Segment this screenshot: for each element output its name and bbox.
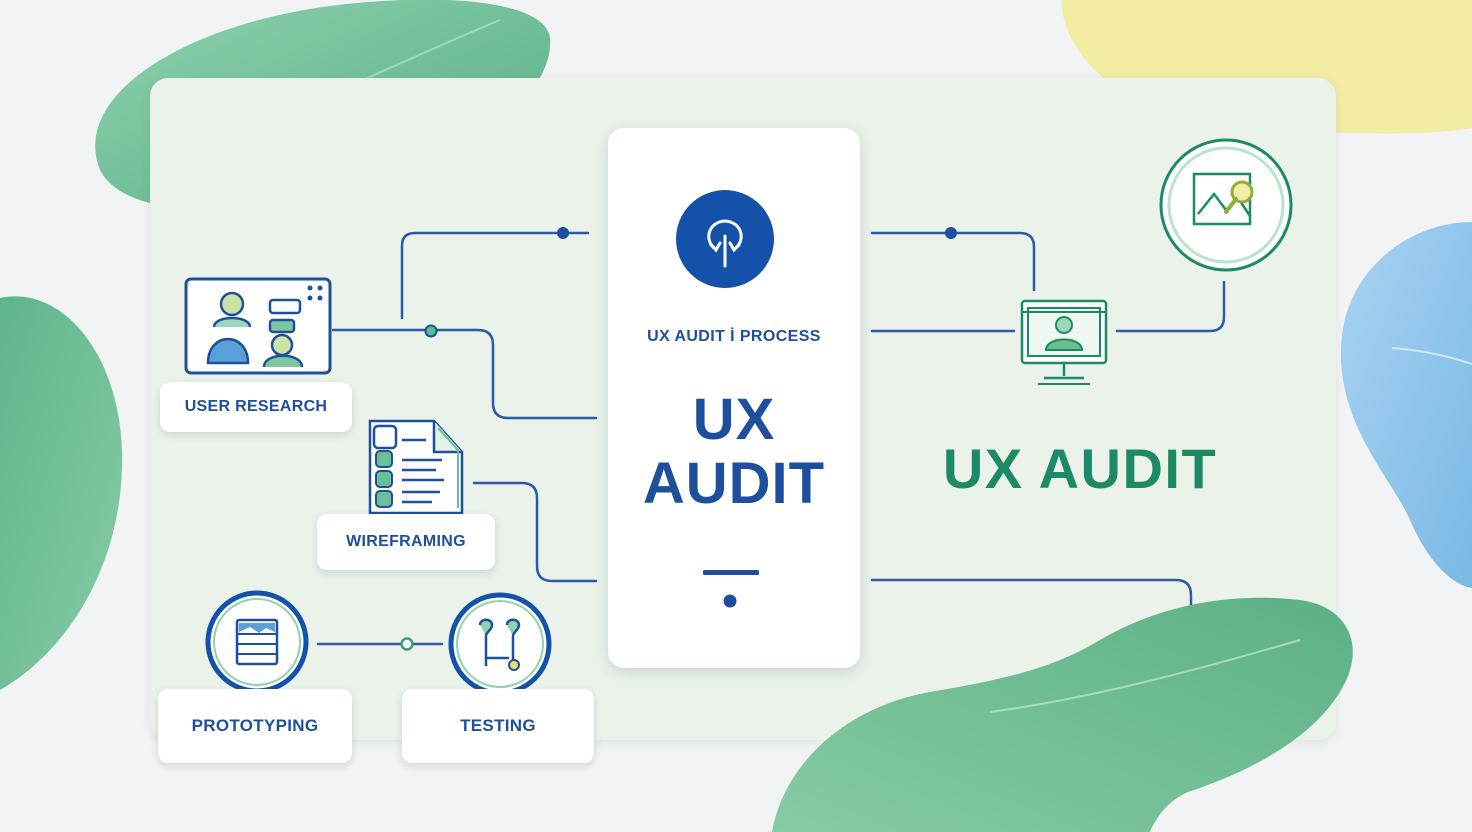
wire-bottom-right (870, 578, 1193, 614)
right-title: UX AUDIT (942, 437, 1218, 500)
monitor-user-icon (1020, 299, 1108, 385)
center-subtitle: UX AUDIT İ PROCESS (647, 328, 821, 345)
checklist-document-icon (368, 419, 464, 515)
user-research-card: USER RESEARCH (160, 382, 352, 432)
right-blue-blob-vein (1391, 347, 1472, 365)
left-leaf (0, 296, 123, 690)
flow-nodes-icon (448, 592, 552, 696)
chart-magnifier-icon (1159, 138, 1293, 272)
center-title-line2: AUDIT (642, 451, 826, 516)
collapse-marker-icon (703, 570, 759, 608)
wireframing-card: WIREFRAMING (317, 514, 495, 570)
wire-wireframing (472, 481, 598, 583)
wire-user-research (331, 328, 598, 420)
wire-monitor-analytics (1115, 280, 1226, 333)
testing-card: TESTING (402, 689, 594, 763)
right-blue-blob (1340, 222, 1472, 588)
layout-screen-icon (205, 590, 309, 694)
wire-node-green-2 (400, 637, 414, 651)
wire-node (557, 227, 569, 239)
refresh-pin-icon (676, 190, 774, 288)
wire-node-right (945, 227, 957, 239)
wire-top-right (870, 231, 1036, 292)
wire-node-green (424, 324, 438, 338)
wire-top-left (400, 231, 590, 320)
prototyping-card: PROTOTYPING (158, 689, 352, 763)
center-title-line1: UX (692, 387, 776, 452)
video-call-users-icon (184, 277, 332, 375)
